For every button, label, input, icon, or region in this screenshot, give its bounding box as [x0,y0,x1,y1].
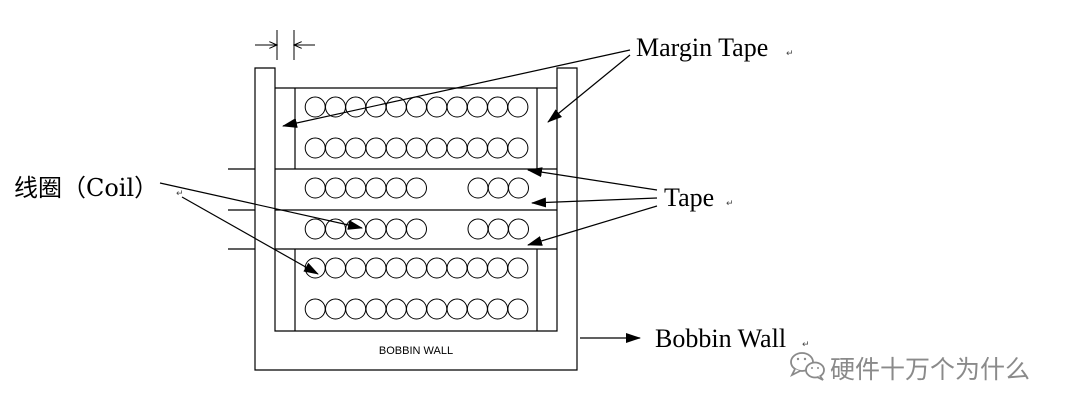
coil-turn [467,218,489,240]
wechat-eye [803,357,807,361]
coil-turn [406,137,427,159]
coil-turn [325,177,346,199]
coil-layer [304,218,529,240]
coil-turn [385,218,407,240]
coil-turn [467,177,489,199]
margin-tape-leader-right [547,54,631,123]
coil-turn [507,257,529,279]
coil-turn [385,137,407,159]
coil-turn [487,257,509,279]
tape-label: Tape [664,183,714,212]
coil-turn [406,96,427,118]
coil-turn [345,96,367,118]
bobbin-wall-inner-label: BOBBIN WALL [379,345,453,357]
paragraph-mark: ↵ [802,340,810,350]
coil-turn [426,257,448,279]
coil-turn [345,257,367,279]
paragraph-mark: ↵ [726,199,734,209]
coil-layer [304,298,529,320]
coil-turn [365,298,387,320]
coil-turn [406,298,427,320]
wechat-bubble-large-tail [789,368,801,378]
tape-leader-3 [527,205,658,246]
coil-turn [304,137,326,159]
coil-layer [304,96,529,118]
coil-layer [304,137,529,159]
coil-turn [507,137,529,159]
coil-turn [487,96,509,118]
coil-leader-1 [159,182,363,230]
coil-layer [304,257,529,279]
coil-label: 线圈（Coil） [14,174,158,202]
watermark-text: 硬件十万个为什么 [830,355,1030,384]
coil-turn [466,96,488,118]
margin-dimension [255,30,315,60]
wechat-eye [817,367,819,369]
coil-turn [446,137,468,159]
coil-turn [406,177,427,199]
coil-turn [487,298,509,320]
wechat-bubble-small-tail [816,375,824,381]
coil-turn [406,257,427,279]
coil-turn [325,137,346,159]
coil-turn [345,177,367,199]
coil-turn [446,298,468,320]
coil-turn [406,218,427,240]
coil-turn [466,298,488,320]
coil-turns [304,96,529,320]
margin-tape-label: Margin Tape [636,33,768,62]
coil-turn [365,137,387,159]
coil-turn [508,218,529,240]
coil-turn [466,137,488,159]
wechat-eye [796,357,800,361]
bobbin-outline [254,67,578,371]
coil-turn [325,257,346,279]
coil-turn [385,257,407,279]
coil-turn [345,298,367,320]
coil-turn [385,177,407,199]
coil-turn [466,257,488,279]
coil-turn [304,218,326,240]
coil-turn [304,177,326,199]
margin-tape-leader-left [282,49,631,128]
coil-turn [385,298,407,320]
paragraph-mark: ↵ [176,189,184,199]
coil-turn [304,298,326,320]
tape-leader-1 [527,167,658,191]
tape-leader-2 [531,197,658,208]
coil-turn [487,137,509,159]
coil-turn [365,257,387,279]
coil-turn [345,137,367,159]
coil-turn [426,137,448,159]
coil-turn [507,298,529,320]
coil-turn [304,96,326,118]
wechat-icon [789,352,825,381]
coil-turn [487,177,509,199]
coil-turn [426,298,448,320]
wechat-eye [811,367,813,369]
coil-turn [426,96,448,118]
coil-turn [345,218,367,240]
coil-turn [446,96,468,118]
coil-turn [487,218,509,240]
coil-turn [365,177,387,199]
coil-turn [365,218,387,240]
coil-turn [446,257,468,279]
coil-layer [304,177,529,199]
bobbin-wall-label: Bobbin Wall [655,324,786,353]
coil-turn [325,298,346,320]
coil-turn [507,96,529,118]
coil-leader-2 [181,196,319,275]
paragraph-mark: ↵ [786,49,794,59]
coil-turn [508,177,529,199]
wechat-bubble-small [805,361,825,379]
